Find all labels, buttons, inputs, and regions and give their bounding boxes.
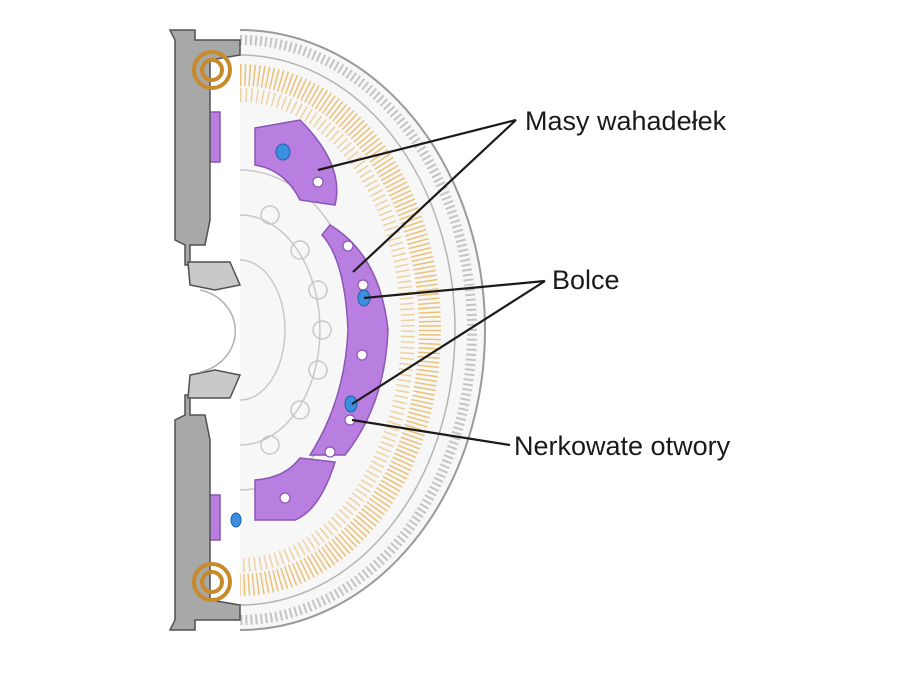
- leader-kidney-holes: [351, 418, 511, 447]
- housing-cross-section: [168, 29, 242, 631]
- callout-leaders: [317, 118, 546, 447]
- leader-pins-upper: [363, 279, 546, 300]
- label-pins: Bolce: [552, 265, 620, 295]
- leader-masses-upper: [317, 118, 517, 172]
- leader-masses-lower: [352, 119, 517, 273]
- leader-pins-lower: [351, 280, 546, 405]
- label-masses: Masy wahadełek: [525, 106, 727, 136]
- hub-center-cutout: [199, 289, 236, 373]
- label-kidney-holes: Nerkowate otwory: [514, 431, 731, 461]
- coil-springs: [192, 50, 232, 602]
- arc-spring: [239, 64, 441, 596]
